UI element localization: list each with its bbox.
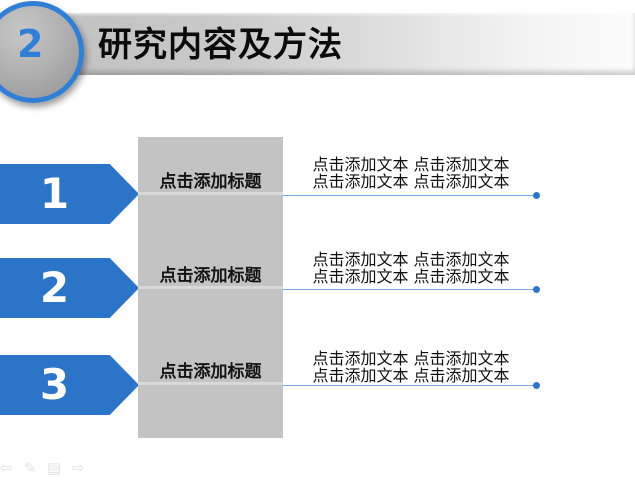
connector-line-1	[283, 195, 534, 196]
step-arrow-1: 1	[0, 164, 139, 224]
text-line: 点击添加文本 点击添加文本	[312, 172, 510, 191]
slide-title-bar: 研究内容及方法	[40, 13, 635, 75]
text-line: 点击添加文本 点击添加文本	[312, 155, 510, 174]
slide-menu-icon[interactable]: ▤	[46, 459, 62, 477]
connector-dot-1	[533, 192, 540, 199]
panel-divider-2	[138, 286, 283, 289]
step-arrow-3: 3	[0, 355, 139, 415]
section-number: 2	[17, 22, 44, 66]
connector-dot-3	[533, 382, 540, 389]
title-placeholder-1[interactable]: 点击添加标题	[159, 172, 262, 192]
panel-divider-1	[138, 192, 283, 195]
step-arrow-2: 2	[0, 258, 139, 318]
text-placeholder-1[interactable]: 点击添加文本 点击添加文本 点击添加文本 点击添加文本	[283, 156, 539, 190]
text-line: 点击添加文本 点击添加文本	[312, 366, 510, 385]
pen-tool-icon[interactable]: ✎	[23, 459, 37, 477]
text-line: 点击添加文本 点击添加文本	[312, 267, 510, 286]
connector-dot-2	[533, 286, 540, 293]
next-slide-icon[interactable]: ⇨	[71, 459, 85, 477]
panel-divider-3	[138, 382, 283, 385]
slide-title: 研究内容及方法	[98, 25, 343, 65]
connector-line-3	[283, 385, 534, 386]
section-number-badge: 2	[0, 1, 84, 103]
step-number-1: 1	[39, 169, 70, 218]
previous-slide-icon[interactable]: ⇦	[0, 459, 13, 477]
title-placeholder-3[interactable]: 点击添加标题	[159, 362, 262, 382]
title-panel-column: 点击添加标题 点击添加标题 点击添加标题	[138, 137, 283, 438]
slideshow-controls: ⇦ ✎ ▤ ⇨	[0, 459, 86, 477]
connector-line-2	[283, 289, 534, 290]
text-placeholder-3[interactable]: 点击添加文本 点击添加文本 点击添加文本 点击添加文本	[283, 350, 539, 384]
text-placeholder-2[interactable]: 点击添加文本 点击添加文本 点击添加文本 点击添加文本	[283, 251, 539, 285]
step-number-3: 3	[39, 360, 70, 409]
text-line: 点击添加文本 点击添加文本	[312, 349, 510, 368]
text-line: 点击添加文本 点击添加文本	[312, 250, 510, 269]
title-placeholder-2[interactable]: 点击添加标题	[159, 266, 262, 286]
step-number-2: 2	[39, 263, 70, 312]
